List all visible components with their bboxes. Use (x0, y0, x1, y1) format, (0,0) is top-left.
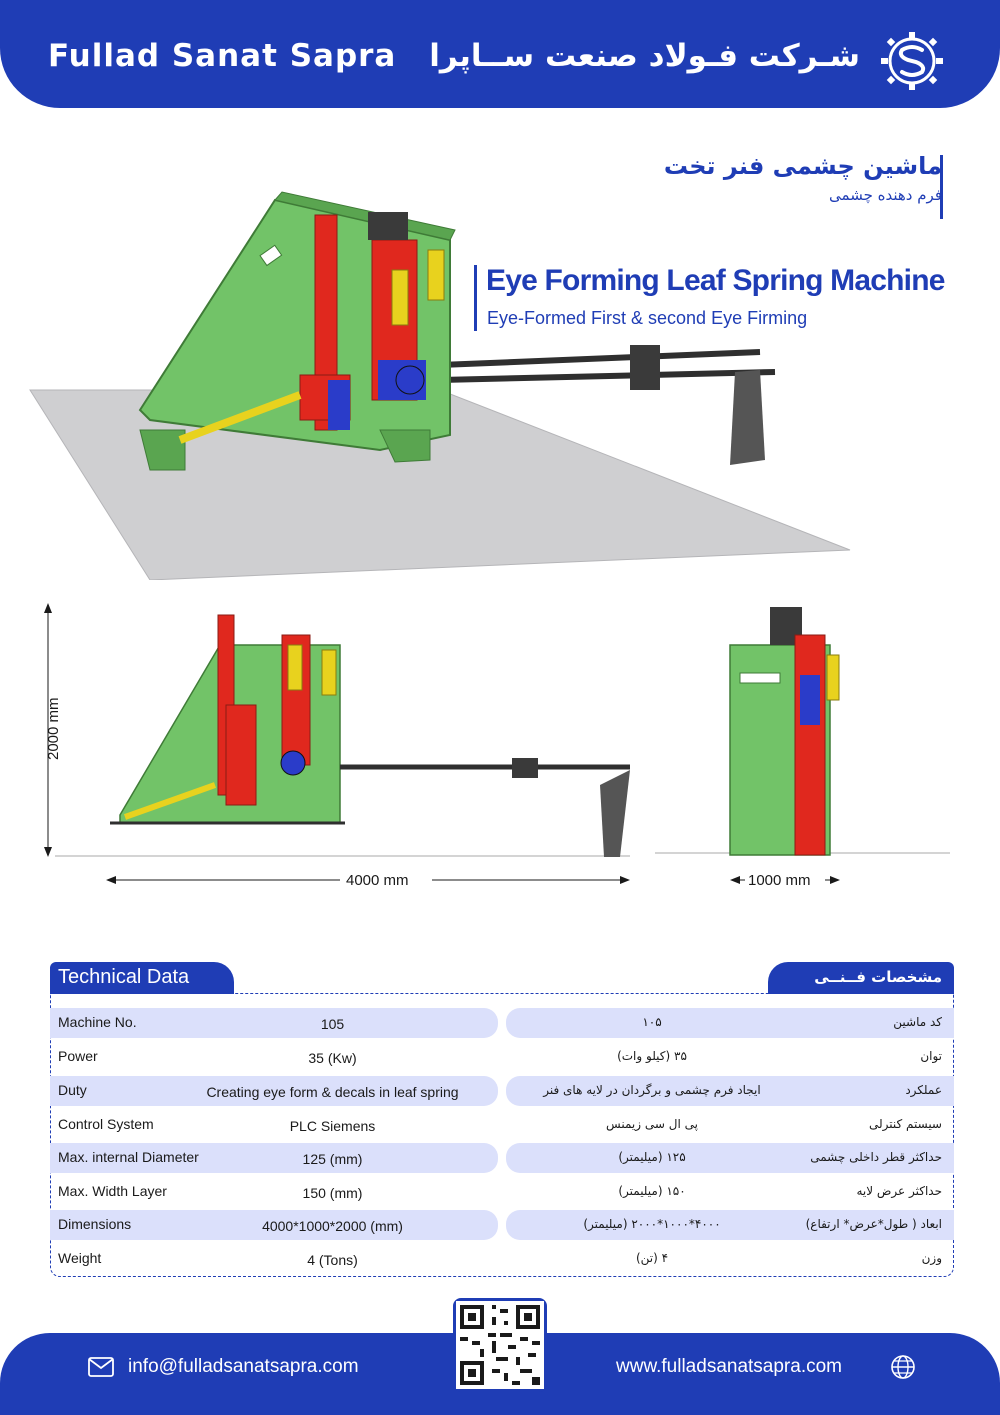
qr-code-icon[interactable] (453, 1298, 547, 1392)
rail-top (439, 349, 761, 368)
spec-label-fa: توان (920, 1049, 942, 1063)
page-header: Fullad Sanat Sapra شـرکت فـولاد صنعت ســ… (0, 0, 1000, 108)
spec-row-weight-en: Weight 4 (Tons) (50, 1244, 498, 1274)
spec-label-en: Max. Width Layer (58, 1183, 167, 1199)
spec-row-dimensions-en: Dimensions 4000*1000*2000 (mm) (50, 1210, 498, 1240)
spec-value-en: PLC Siemens (289, 1118, 376, 1134)
blue-bracket-left (328, 380, 350, 430)
title-divider-en (474, 265, 477, 331)
spec-label-fa: حداکثر عرض لایه (856, 1184, 942, 1198)
spec-value-fa: ایجاد فرم چشمی و برگردان در لایه های فنر (543, 1083, 761, 1097)
rail-support-stand (730, 370, 765, 465)
spec-value-en: 4 (Tons) (307, 1252, 358, 1268)
email-link[interactable]: info@fulladsanatsapra.com (128, 1356, 359, 1377)
technical-data-tab-en: Technical Data (50, 962, 234, 994)
spec-row-machine-no-en: Machine No. 105 (50, 1008, 498, 1038)
mail-icon (88, 1357, 114, 1377)
spec-row-control-fa: پی ال سی زیمنس سیستم کنترلی (506, 1110, 954, 1140)
spec-row-weight-fa: ۴ (تن) وزن (506, 1244, 954, 1274)
spec-value-fa: ۳۵ (کیلو وات) (617, 1049, 687, 1063)
spec-label-fa: کد ماشین (893, 1015, 942, 1029)
rail-bottom (439, 369, 776, 383)
spec-value-fa: ۱۵۰ (میلیمتر) (618, 1184, 686, 1198)
website-link[interactable]: www.fulladsanatsapra.com (616, 1356, 842, 1377)
spec-label-en: Duty (58, 1082, 87, 1098)
spec-row-width-fa: ۱۵۰ (میلیمتر) حداکثر عرض لایه (506, 1177, 954, 1207)
spec-value-fa: ۴۰۰۰*۱۰۰۰*۲۰۰۰ (میلیمتر) (583, 1217, 721, 1231)
yellow-cylinder-1 (391, 269, 409, 326)
motor (368, 212, 408, 240)
spec-row-dimensions-fa: ۴۰۰۰*۱۰۰۰*۲۰۰۰ (میلیمتر) ابعاد ( طول*عرض… (506, 1210, 954, 1240)
spec-label-en: Dimensions (58, 1216, 132, 1232)
height-dimension: 2000 mm (45, 697, 62, 760)
spec-label-fa: حداکثر قطر داخلی چشمی (810, 1150, 942, 1164)
width-dimension: 1000 mm (748, 872, 811, 889)
spec-row-control-en: Control System PLC Siemens (50, 1110, 498, 1140)
gear-s-logo-icon (881, 32, 943, 90)
yellow-cylinder-2 (427, 249, 445, 301)
spec-label-en: Weight (58, 1250, 102, 1266)
isometric-machine-drawing (29, 191, 851, 580)
spec-label-fa: سیستم کنترلی (868, 1117, 942, 1131)
title-block-fa: ماشین چشمی فنر تخت فرم دهنده چشمی (664, 152, 942, 204)
spec-row-width-en: Max. Width Layer 150 (mm) (50, 1177, 498, 1207)
page-title-fa: ماشین چشمی فنر تخت (663, 152, 942, 180)
page-subtitle-en: Eye-Formed First & second Eye Firming (487, 308, 808, 328)
globe-icon (891, 1355, 915, 1379)
spec-label-fa: عملکرد (905, 1083, 942, 1097)
spec-value-fa: ۴ (تن) (635, 1251, 669, 1265)
spec-value-en: Creating eye form & decals in leaf sprin… (206, 1084, 459, 1100)
spec-row-diameter-fa: ۱۲۵ (میلیمتر) حداکثر قطر داخلی چشمی (506, 1143, 954, 1173)
page-subtitle-fa: فرم دهنده چشمی (829, 186, 942, 204)
spec-label-en: Machine No. (58, 1014, 137, 1030)
spec-value-en: 105 (320, 1016, 345, 1032)
title-divider-fa (940, 155, 943, 219)
orthographic-views: 2000 mm 4000 mm 1000 mm (44, 603, 950, 890)
spec-label-fa: ابعاد ( طول*عرض* ارتفاع) (805, 1217, 942, 1231)
rail-carriage (630, 345, 660, 390)
spec-row-duty-fa: ایجاد فرم چشمی و برگردان در لایه های فنر… (506, 1076, 954, 1106)
technical-data-table (50, 993, 954, 1277)
spec-row-duty-en: Duty Creating eye form & decals in leaf … (50, 1076, 498, 1106)
spec-value-en: 150 (mm) (302, 1185, 363, 1201)
page-title-en: Eye Forming Leaf Spring Machine (486, 264, 945, 297)
spec-label-fa: وزن (921, 1251, 942, 1265)
qr-code-pattern (456, 1301, 544, 1389)
brand-name-fa: شـرکت فـولاد صنعت ســاپرا (429, 38, 860, 74)
spec-row-power-fa: ۳۵ (کیلو وات) توان (506, 1042, 954, 1072)
brand-name-en: Fullad Sanat Sapra (48, 38, 397, 74)
spec-value-fa: ۱۲۵ (میلیمتر) (618, 1150, 686, 1164)
spec-value-fa: پی ال سی زیمنس (606, 1117, 698, 1131)
spec-label-en: Power (58, 1048, 98, 1064)
spec-value-fa: ۱۰۵ (642, 1015, 662, 1029)
spec-row-power-en: Power 35 (Kw) (50, 1042, 498, 1072)
spec-label-en: Max. internal Diameter (58, 1149, 199, 1165)
yellow-ram (178, 391, 302, 444)
technical-data-tab-fa: مشخصات فــنــی (768, 962, 954, 994)
spec-row-diameter-en: Max. internal Diameter 125 (mm) (50, 1143, 498, 1173)
spec-label-en: Control System (58, 1116, 154, 1132)
spec-value-en: 35 (Kw) (308, 1050, 357, 1066)
length-dimension: 4000 mm (346, 872, 409, 889)
spec-value-en: 125 (mm) (302, 1151, 363, 1167)
spec-row-machine-no-fa: ۱۰۵ کد ماشین (506, 1008, 954, 1038)
spec-value-en: 4000*1000*2000 (mm) (262, 1218, 403, 1234)
